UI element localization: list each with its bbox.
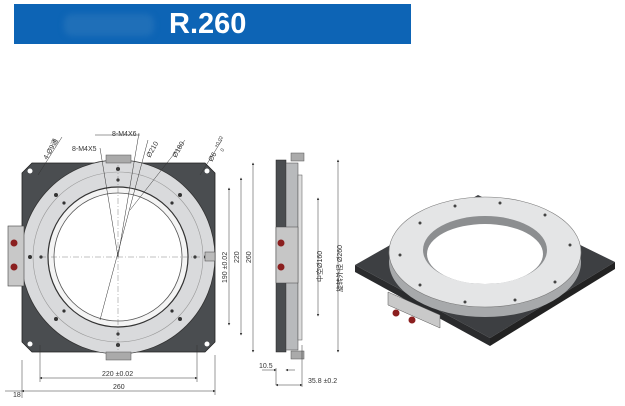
dim-190: 190 ±0.02 [222,252,229,283]
connector-3d [387,291,441,329]
pin-tol-lower: 0 [220,147,227,153]
dim-220-vertical: 220 [234,251,241,263]
blurred-logo [64,14,154,36]
hollow-dia-label: 中空Ø160 [315,251,324,282]
dia-210-label: Ø210 [146,141,161,159]
dim-220-horizontal: 220 ±0.02 [102,371,133,378]
front-callouts: 4-Ø9通 8-M4X6 8-M4X5 Ø210 Ø180 Ø6 +0.02 0 [41,131,226,163]
mount-holes-label: 4-Ø9通 [41,137,60,161]
model-title: R.260 [169,8,247,40]
front-dimension-lines [5,162,255,398]
pin-hole-label: Ø6 [208,151,219,163]
dim-35-8: 35.8 ±0.2 [308,378,337,385]
dim-18: 18 [13,392,21,399]
thread-bottom-label: 8-M4X5 [72,146,97,153]
isometric-view [355,195,615,346]
dim-10-5: 10.5 [259,363,273,370]
rotation-od-label: 旋转外径 Ø260 [335,245,344,292]
dim-260-horizontal: 260 [113,384,125,391]
thread-top-label: 8-M4X6 [112,131,137,138]
pin-tol-upper: +0.02 [214,135,226,149]
connector [7,225,25,287]
front-dimension-labels: 190 ±0.02 220 260 220 ±0.02 260 18 [13,251,253,399]
side-view: 中空Ø160 旋转外径 Ø260 10.5 35.8 ±0.2 [259,152,344,387]
title-banner: R.260 [14,4,411,44]
dim-260-vertical: 260 [246,251,253,263]
front-view [7,132,223,361]
dia-180-label: Ø180 [172,141,187,159]
